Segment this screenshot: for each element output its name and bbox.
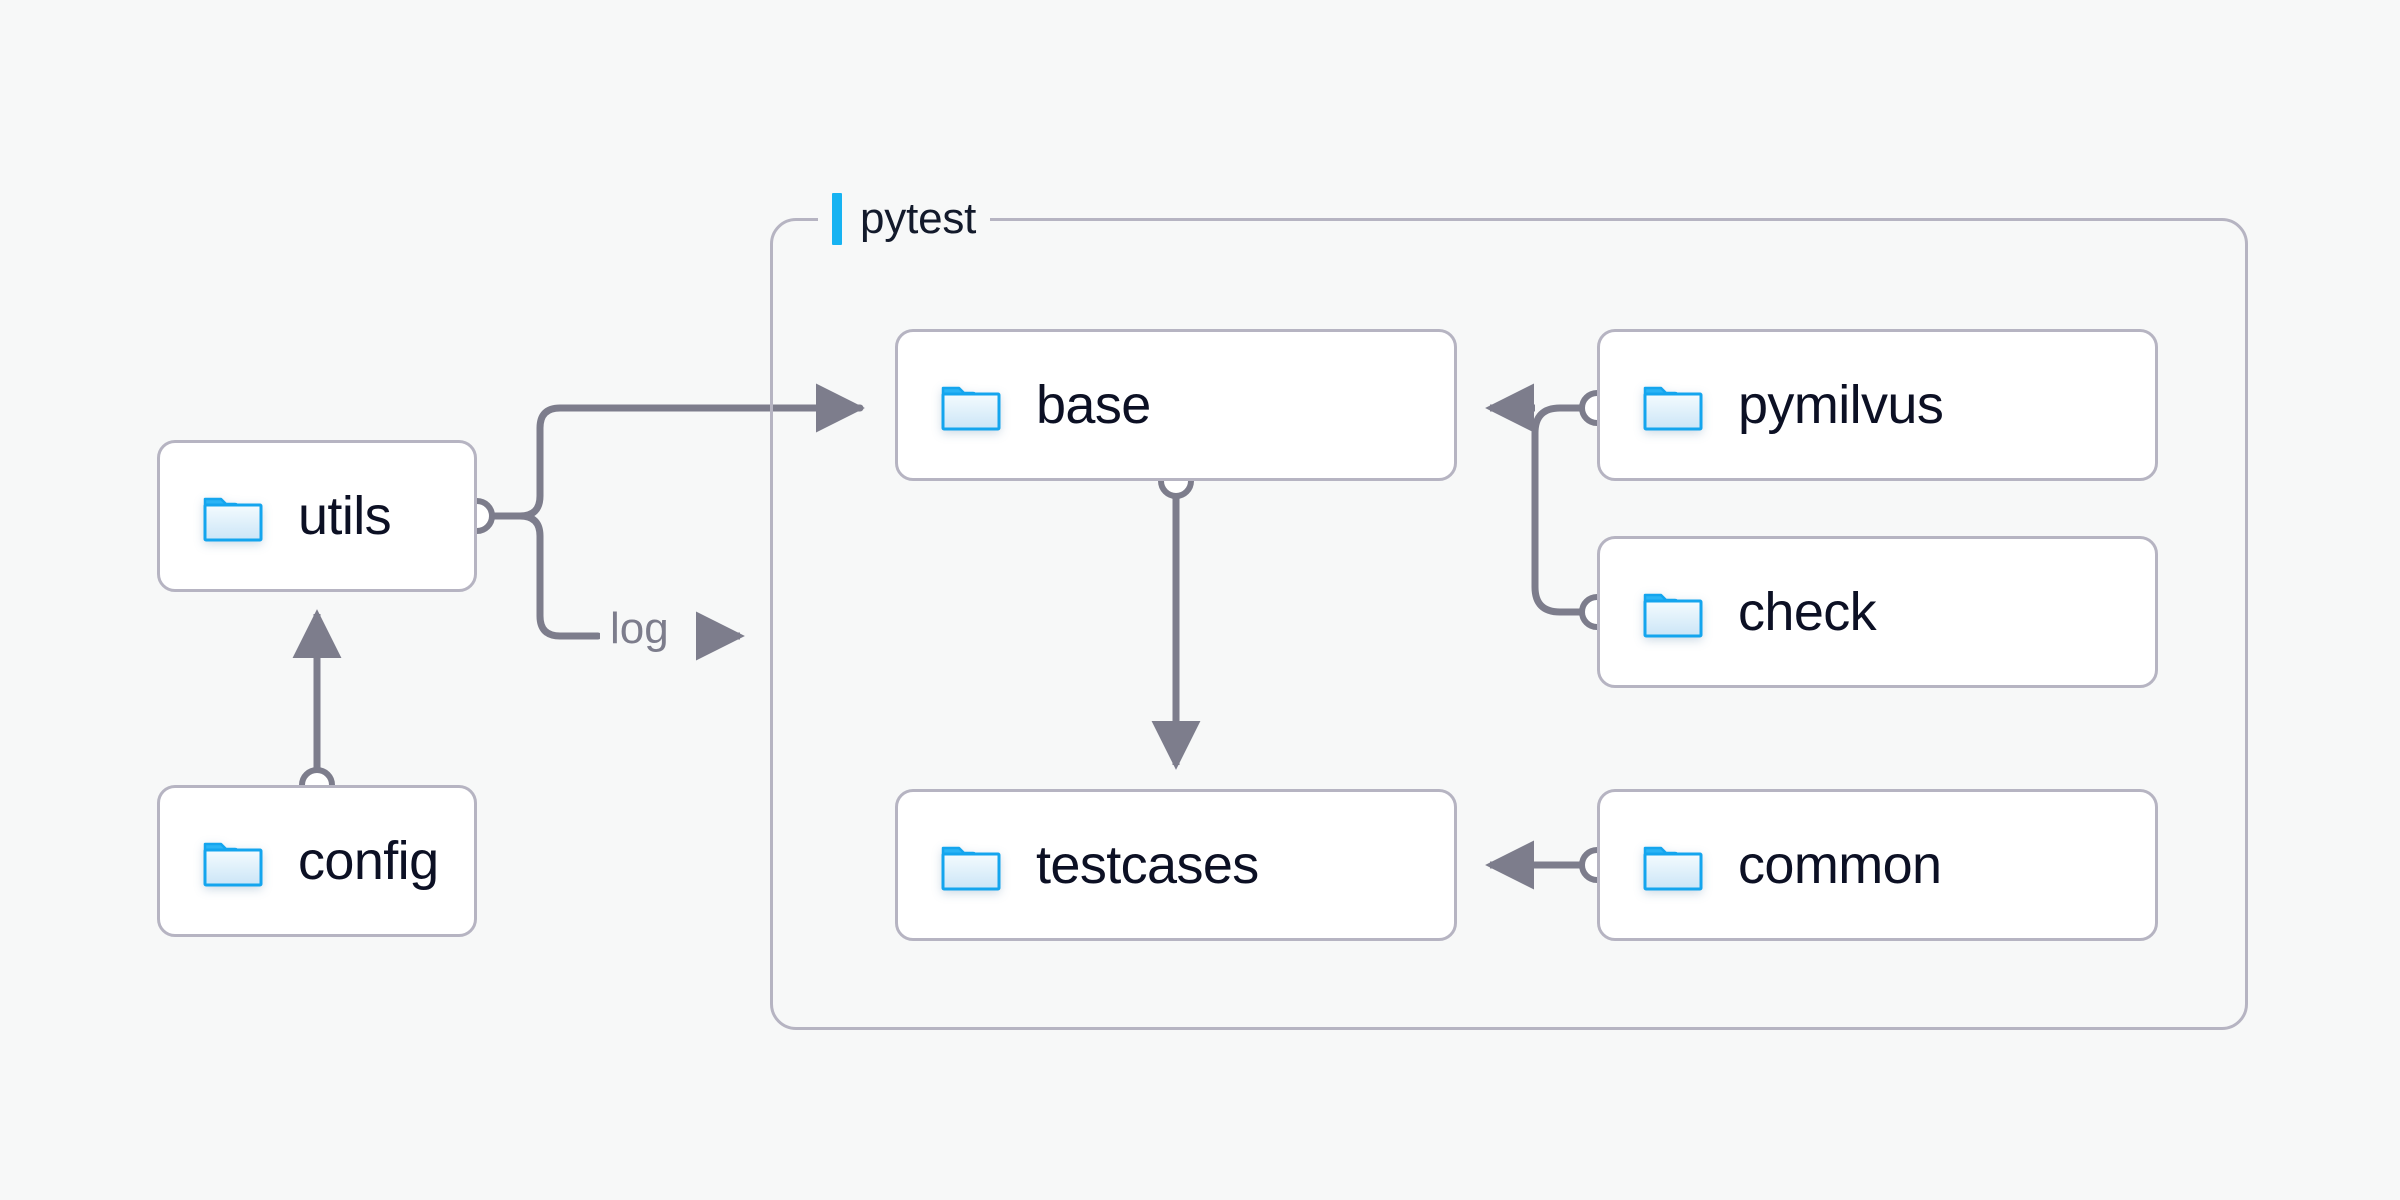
folder-icon <box>940 378 1002 432</box>
node-pymilvus[interactable]: pymilvus <box>1597 329 2158 481</box>
edge-label-log: log <box>600 605 679 653</box>
node-label: check <box>1738 582 1877 642</box>
node-base[interactable]: base <box>895 329 1457 481</box>
node-check[interactable]: check <box>1597 536 2158 688</box>
node-utils[interactable]: utils <box>157 440 477 592</box>
folder-icon <box>202 834 264 888</box>
node-label: common <box>1738 835 1942 895</box>
node-label: config <box>298 831 439 891</box>
node-label: base <box>1036 375 1151 435</box>
node-common[interactable]: common <box>1597 789 2158 941</box>
edge-utils-to-log <box>473 512 602 640</box>
node-label: testcases <box>1036 835 1259 895</box>
node-testcases[interactable]: testcases <box>895 789 1457 941</box>
group-accent-bar <box>832 193 842 245</box>
pytest-group-label: pytest <box>818 188 991 250</box>
node-config[interactable]: config <box>157 785 477 937</box>
folder-icon <box>940 838 1002 892</box>
folder-icon <box>202 489 264 543</box>
folder-icon <box>1642 838 1704 892</box>
group-title: pytest <box>860 194 977 243</box>
pytest-group-container[interactable] <box>770 218 2248 1030</box>
node-label: pymilvus <box>1738 375 1944 435</box>
folder-icon <box>1642 585 1704 639</box>
node-label: utils <box>298 486 392 546</box>
folder-icon <box>1642 378 1704 432</box>
